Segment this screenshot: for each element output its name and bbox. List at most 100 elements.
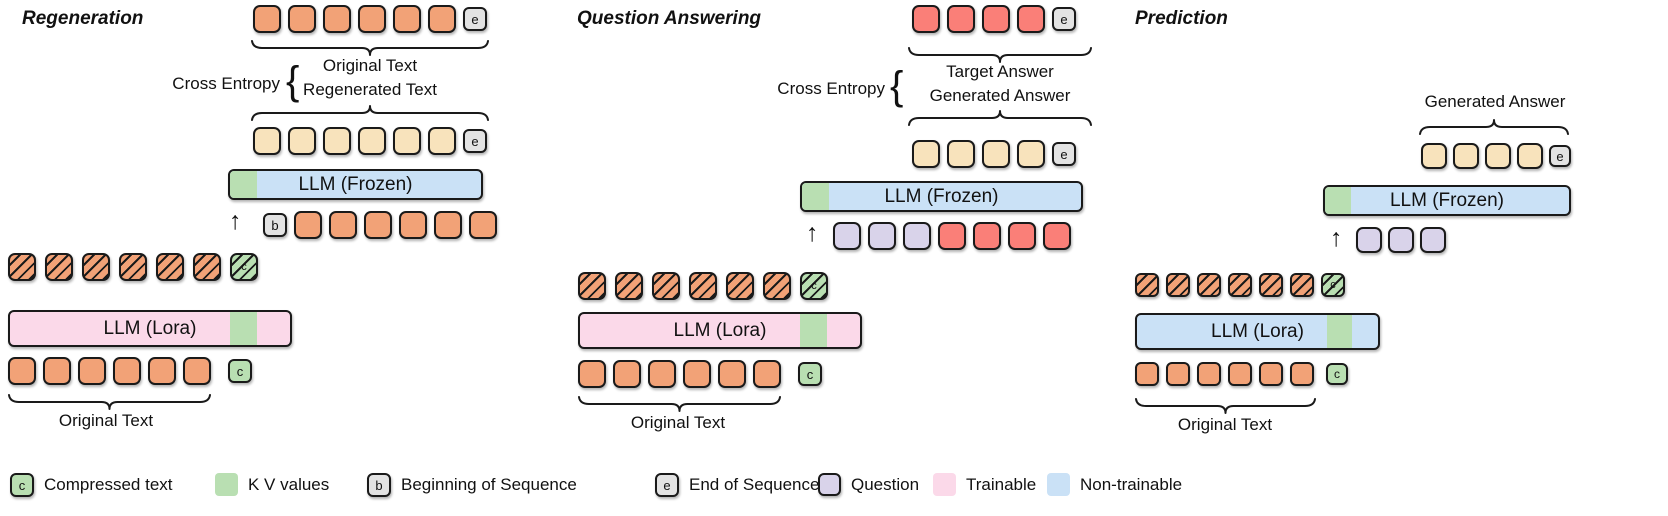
token-cream (1421, 143, 1447, 169)
token-orange (358, 5, 386, 33)
loss-label-top: Target Answer (946, 62, 1054, 81)
llm-lora-box: LLM (Lora) (8, 310, 292, 347)
token-orange (428, 5, 456, 33)
llm-frozen-label: LLM (Frozen) (884, 185, 999, 207)
compressed-kv-token-row: c (1135, 273, 1345, 297)
token-orange (578, 360, 606, 388)
legend-item-trainable: Trainable (933, 473, 1036, 496)
token-orange-hatch (45, 253, 73, 281)
token-orange-hatch (763, 272, 791, 300)
token-orange (469, 211, 497, 239)
token-orange-hatch (726, 272, 754, 300)
token-orange (8, 357, 36, 385)
token-cream (912, 140, 940, 168)
token-orange (288, 5, 316, 33)
token-orange (718, 360, 746, 388)
up-arrow-icon: ↑ (1330, 224, 1343, 252)
token-gray-b: b (263, 213, 287, 237)
original-input-token-row: c (578, 360, 822, 388)
token-cream (1017, 140, 1045, 168)
original-input-token-row: c (8, 357, 252, 385)
legend-label: End of Sequence (689, 475, 820, 494)
kv-segment (230, 312, 257, 345)
frozen-input-token-row (833, 222, 1071, 250)
token-orange-hatch (193, 253, 221, 281)
legend-label: K V values (248, 474, 330, 494)
token-orange (648, 360, 676, 388)
token-gray-e: e (463, 7, 487, 31)
token-orange-hatch (1135, 273, 1159, 297)
cross-entropy-label: Cross Entropy (777, 79, 885, 98)
token-orange-hatch (82, 253, 110, 281)
token-cream (358, 127, 386, 155)
token-green-c: c (228, 359, 252, 383)
legend-item-bos: b Beginning of Sequence (367, 473, 577, 497)
original-input-token-row: c (1135, 362, 1348, 386)
frozen-input-token-row (1356, 227, 1446, 253)
token-cream (288, 127, 316, 155)
token-orange (43, 357, 71, 385)
token-orange-hatch (1259, 273, 1283, 297)
token-orange (78, 357, 106, 385)
token-red (938, 222, 966, 250)
underbrace (8, 394, 211, 410)
token-cream (428, 127, 456, 155)
compressed-kv-token-row: c (8, 253, 258, 281)
token-cream (393, 127, 421, 155)
token-purple (1388, 227, 1414, 253)
legend-item-kv-values: K V values (215, 473, 329, 496)
up-arrow-icon: ↑ (229, 207, 242, 235)
input-caption: Original Text (630, 413, 726, 432)
legend-item-eos: e End of Sequence (655, 473, 819, 497)
target-token-row: e (253, 5, 487, 33)
token-orange (434, 211, 462, 239)
token-orange-hatch (615, 272, 643, 300)
token-purple (868, 222, 896, 250)
token-orange-hatch (1197, 273, 1221, 297)
output-caption: Generated Answer (1424, 92, 1566, 111)
llm-frozen-label: LLM (Frozen) (1389, 189, 1505, 211)
token-cream (1485, 143, 1511, 169)
cross-entropy-label: Cross Entropy (172, 74, 280, 93)
token-orange (113, 357, 141, 385)
bos-token-swatch: b (367, 473, 391, 497)
token-orange (393, 5, 421, 33)
up-arrow-icon: ↑ (806, 219, 819, 247)
token-orange-hatch (8, 253, 36, 281)
token-purple (833, 222, 861, 250)
token-red (982, 5, 1010, 33)
token-gray-e: e (463, 129, 487, 153)
panel-title: Prediction (1135, 8, 1228, 29)
token-red (912, 5, 940, 33)
legend-item-non-trainable: Non-trainable (1047, 473, 1182, 496)
token-red (947, 5, 975, 33)
llm-lora-box: LLM (Lora) (1135, 313, 1380, 350)
question-token-swatch (818, 473, 841, 496)
token-orange-hatch (578, 272, 606, 300)
token-orange (183, 357, 211, 385)
token-orange (1228, 362, 1252, 386)
token-orange (1166, 362, 1190, 386)
overbrace (1419, 119, 1569, 135)
token-orange-hatch (119, 253, 147, 281)
token-orange (364, 211, 392, 239)
loss-label-top: Original Text (322, 56, 418, 75)
non-trainable-swatch (1047, 473, 1070, 496)
token-green-c: c (1326, 363, 1348, 385)
kv-cap (230, 171, 257, 198)
legend-item-compressed-text: c Compressed text (10, 473, 173, 497)
token-red (973, 222, 1001, 250)
kv-segment (800, 314, 827, 347)
llm-lora-label: LLM (Lora) (673, 319, 767, 341)
token-cream (1517, 143, 1543, 169)
token-orange (753, 360, 781, 388)
underbrace (908, 47, 1092, 63)
legend-label: Beginning of Sequence (401, 475, 577, 494)
token-orange (294, 211, 322, 239)
panel-title: Question Answering (577, 8, 762, 29)
underbrace (251, 40, 489, 56)
legend-label: Trainable (966, 474, 1037, 494)
